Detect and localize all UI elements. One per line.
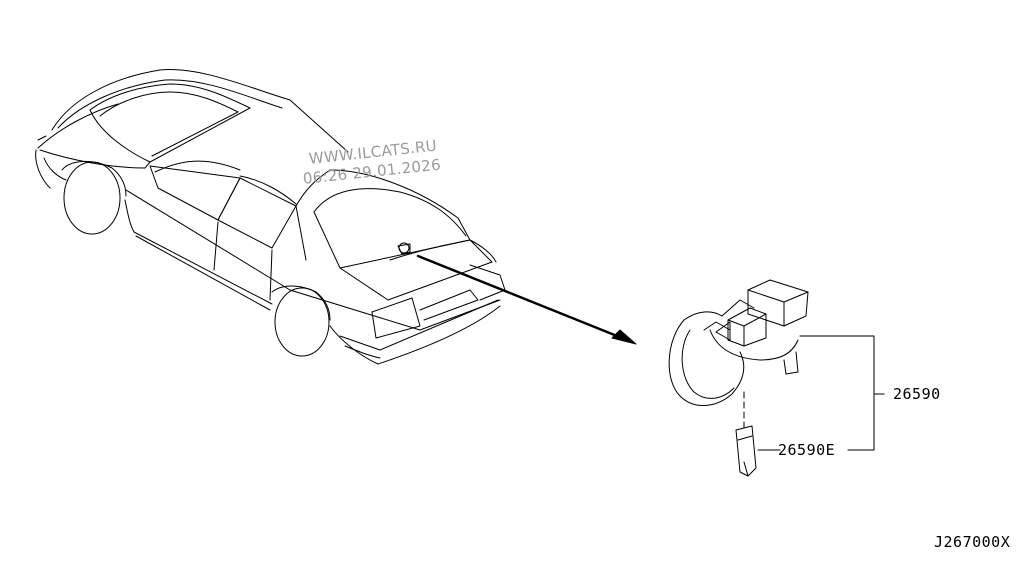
lamp-assembly-illustration [668,279,809,477]
location-arrow [416,254,637,345]
diagram-code: J267000X [934,533,1011,551]
car-illustration [35,69,506,365]
leader-lines [757,335,885,451]
part-number-26590[interactable]: 26590 [893,385,941,403]
part-number-26590e[interactable]: 26590E [778,441,836,459]
